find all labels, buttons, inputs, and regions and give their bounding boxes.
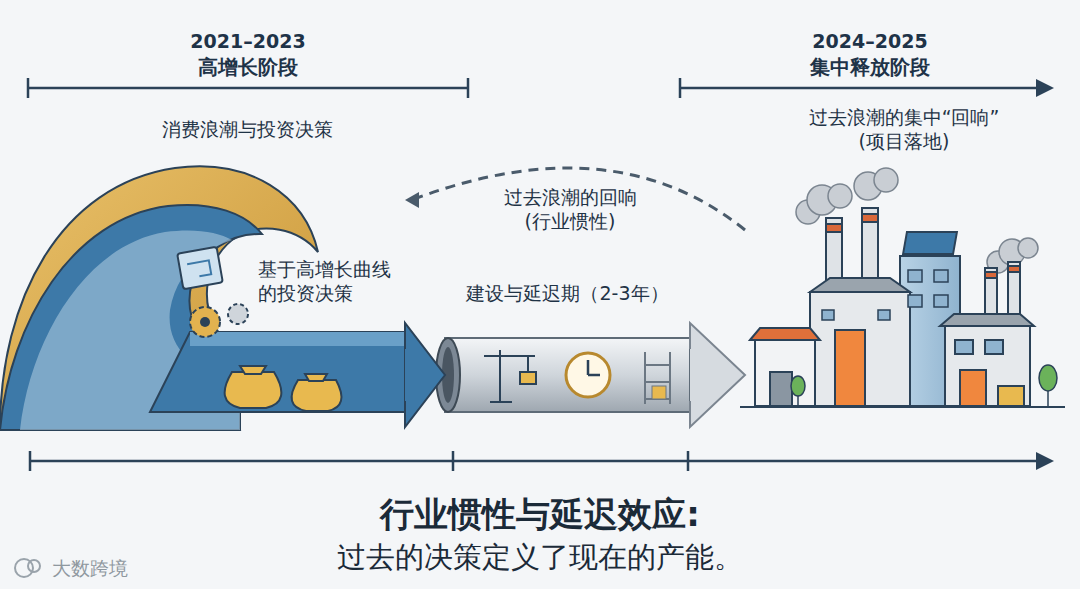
diagram-title: 行业惯性与延迟效应: [380,492,700,538]
stage-heading: 过去浪潮的集中“回响” (项目落地) [797,106,1011,154]
stage-heading: 建设与延迟期（2-3年） [445,282,690,306]
watermark: 大数跨境 [52,556,128,582]
diagram-caption: 过去的决策定义了现在的产能。 [337,538,743,578]
period-label: 2021–2023 [190,30,305,52]
flow-arrow [405,323,445,427]
stage-text: 基于高增长曲线的投资决策 [258,258,394,306]
illustrated-stage: 过去浪潮的集中“回响” (项目落地) [745,106,1063,408]
illustrated-stage: 建设与延迟期（2-3年） [445,282,690,414]
edge-label: 过去浪潮的回响 (行业惯性) [495,184,645,236]
flow-arrow [690,323,745,427]
illustrated-stage: 消费浪潮与投资决策基于高增长曲线的投资决策 [10,118,405,418]
period-label: 集中释放阶段 [810,54,930,81]
stage-heading: 消费浪潮与投资决策 [142,118,352,142]
period-label: 高增长阶段 [198,54,298,81]
period-label: 2024–2025 [812,30,927,52]
